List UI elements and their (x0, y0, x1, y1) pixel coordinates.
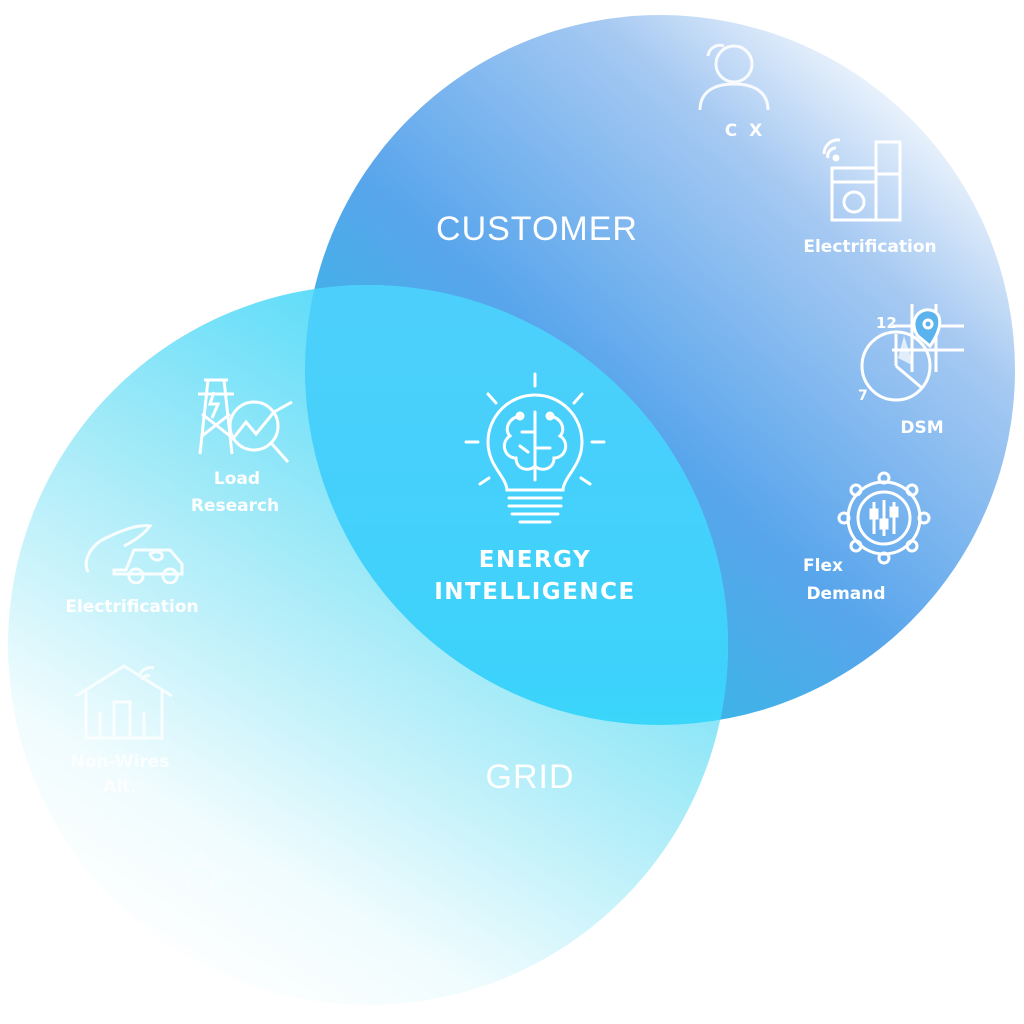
customer-label: CUSTOMER (436, 210, 638, 248)
grid-item-load-line2: Research (190, 496, 280, 516)
customer-person-icon (698, 43, 770, 111)
grid-item-load-line1: Load (213, 469, 261, 489)
clock-location-icon: 12 7 (858, 304, 964, 404)
smart-home-icon (75, 664, 173, 740)
smart-appliance-icon (822, 138, 902, 222)
customer-item-electrification: Electrification (803, 237, 937, 257)
customer-item-flex-line1: Flex (803, 556, 843, 576)
control-sliders-icon (837, 471, 931, 565)
center-label-line1: ENERGY (478, 547, 592, 573)
grid-item-electrification: Electrification (65, 597, 199, 617)
grid-item-nwa-line1: Non-Wires (70, 752, 170, 772)
customer-item-cx: C X (724, 121, 766, 141)
power-tower-chart-icon (198, 378, 293, 463)
grid-item-nwa-line2: Alt. (103, 777, 137, 797)
electric-vehicle-icon (84, 524, 184, 584)
center-label-line2: INTELLIGENCE (434, 579, 636, 605)
lightbulb-brain-icon (464, 372, 606, 524)
grid-label: GRID (485, 758, 575, 796)
svg-text:12: 12 (876, 314, 897, 332)
customer-item-dsm: DSM (900, 418, 944, 438)
svg-text:7: 7 (858, 388, 868, 404)
faded-sun-icon (174, 852, 226, 904)
customer-item-flex-line2: Demand (806, 584, 886, 604)
